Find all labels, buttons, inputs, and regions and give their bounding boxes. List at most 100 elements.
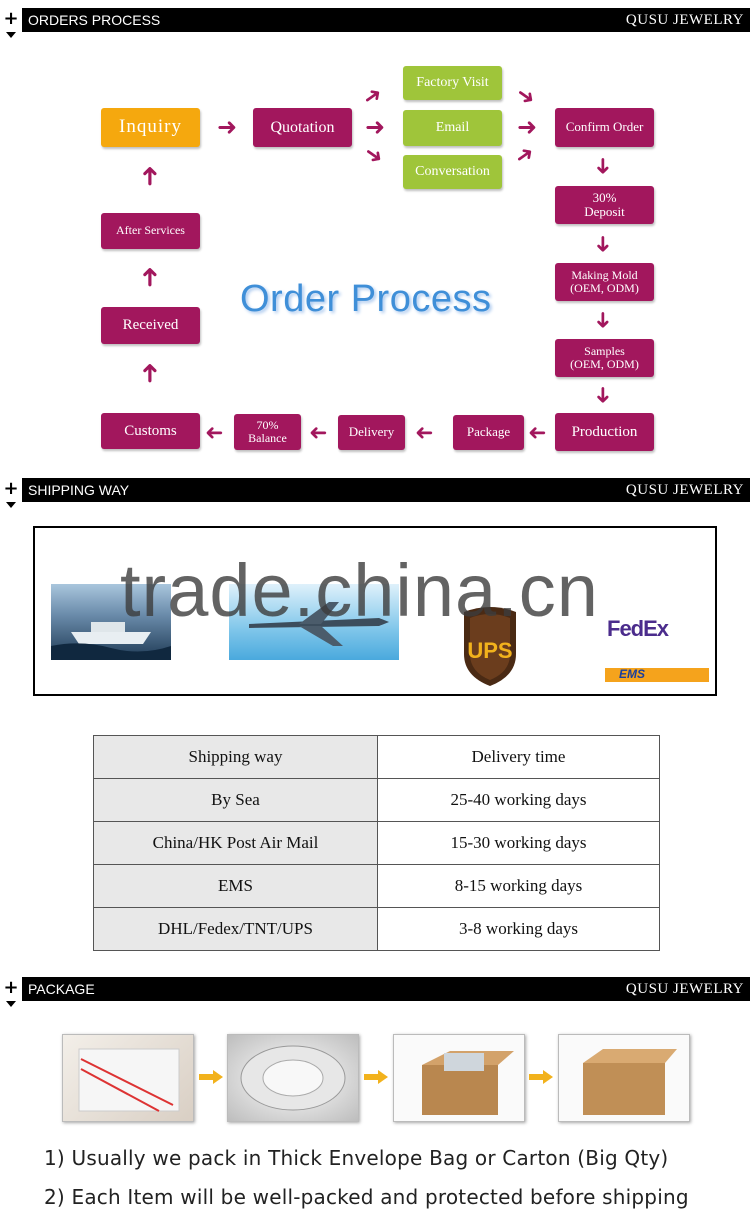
arrow-down-icon: ➜ xyxy=(590,156,616,176)
package-note: 2) Each Item will be well-packed and pro… xyxy=(44,1185,689,1209)
step-label: Samples (OEM, ODM) xyxy=(570,343,639,371)
table-row: EMS 8-15 working days xyxy=(93,864,660,908)
table-cell: 25-40 working days xyxy=(377,778,660,822)
step-delivery: Delivery xyxy=(338,415,405,450)
airplane-image xyxy=(229,584,399,660)
step-label: Production xyxy=(571,423,638,440)
arrow-right-icon xyxy=(364,1070,388,1084)
table-header-cell: Delivery time xyxy=(377,735,660,779)
step-label: 30% Deposit xyxy=(584,189,625,219)
step-customs: Customs xyxy=(101,413,200,449)
package-header: + PACKAGE QUSU JEWELRY xyxy=(0,977,750,1007)
section-title: SHIPPING WAY xyxy=(28,482,130,498)
diagram-title: Order Process xyxy=(240,278,492,320)
fedex-ems-logos: FedEx EMS xyxy=(605,588,715,684)
airplane-icon xyxy=(249,602,389,646)
ship-icon xyxy=(51,622,171,660)
step-confirm-order: Confirm Order xyxy=(555,108,654,147)
arrow-right-icon xyxy=(199,1070,223,1084)
table-cell: DHL/Fedex/TNT/UPS xyxy=(93,907,378,951)
fedex-logo: FedEx xyxy=(607,616,669,641)
step-conversation: Conversation xyxy=(403,155,502,189)
step-label: Confirm Order xyxy=(565,119,644,135)
step-label: Email xyxy=(435,120,470,136)
step-package: Package xyxy=(453,415,524,450)
step-inquiry: Inquiry xyxy=(101,108,200,147)
table-cell: By Sea xyxy=(93,778,378,822)
plus-icon: + xyxy=(0,8,22,32)
step-label: Inquiry xyxy=(119,116,182,138)
ems-logo: EMS xyxy=(619,667,646,681)
ship-image xyxy=(51,584,171,660)
table-cell: 3-8 working days xyxy=(377,907,660,951)
table-header-cell: Shipping way xyxy=(93,735,378,779)
plus-icon: + xyxy=(0,478,22,502)
arrow-down-right-icon: ➜ xyxy=(510,81,541,113)
section-title: ORDERS PROCESS xyxy=(28,12,161,28)
packing-box-image xyxy=(393,1034,525,1122)
step-label: Factory Visit xyxy=(416,75,489,91)
step-label: Delivery xyxy=(348,424,395,440)
table-cell: 15-30 working days xyxy=(377,821,660,865)
arrow-up-icon: ➜ xyxy=(134,266,165,288)
table-cell: China/HK Post Air Mail xyxy=(93,821,378,865)
arrow-left-icon: ➜ xyxy=(415,420,434,445)
arrow-left-icon: ➜ xyxy=(205,420,224,445)
bubble-wrap-icon xyxy=(240,1045,346,1111)
step-label: 70% Balance xyxy=(248,417,287,445)
step-factory-visit: Factory Visit xyxy=(403,66,502,100)
pointer-tip-icon xyxy=(6,32,16,38)
step-label: Making Mold (OEM, ODM) xyxy=(570,267,639,295)
arrow-up-icon: ➜ xyxy=(134,165,165,187)
arrow-left-icon: ➜ xyxy=(309,420,328,445)
arrow-down-icon: ➜ xyxy=(590,310,616,330)
arrow-left-icon: ➜ xyxy=(528,420,547,445)
step-quotation: Quotation xyxy=(253,108,352,147)
step-making-mold: Making Mold (OEM, ODM) xyxy=(555,263,654,301)
arrow-up-icon: ➜ xyxy=(134,362,165,384)
shipping-way-header: + SHIPPING WAY QUSU JEWELRY xyxy=(0,478,750,508)
bag-icon xyxy=(78,1048,180,1112)
box-icon xyxy=(422,1051,514,1115)
step-after-services: After Services xyxy=(101,213,200,249)
package-note: 1) Usually we pack in Thick Envelope Bag… xyxy=(44,1146,669,1170)
arrow-up-right-icon: ➜ xyxy=(510,140,540,172)
table-row: China/HK Post Air Mail 15-30 working day… xyxy=(93,821,660,865)
table-cell: EMS xyxy=(93,864,378,908)
step-label: Received xyxy=(122,317,179,334)
step-label: After Services xyxy=(116,223,185,238)
step-received: Received xyxy=(101,307,200,344)
step-label: Quotation xyxy=(270,118,335,136)
arrow-up-right-icon: ➜ xyxy=(358,81,388,113)
bubble-wrap-image xyxy=(227,1034,359,1122)
envelope-bags-image xyxy=(62,1034,194,1122)
ems-band xyxy=(605,668,709,682)
pointer-tip-icon xyxy=(6,502,16,508)
step-label: Customs xyxy=(124,422,177,439)
arrow-down-icon: ➜ xyxy=(590,234,616,254)
table-row: By Sea 25-40 working days xyxy=(93,778,660,822)
step-label: Conversation xyxy=(415,164,490,180)
sealed-box-image xyxy=(558,1034,690,1122)
table-cell: 8-15 working days xyxy=(377,864,660,908)
watermark-text: trade.china.cn xyxy=(120,549,599,632)
arrow-down-right-icon: ➜ xyxy=(358,140,389,172)
brand-name: QUSU JEWELRY xyxy=(625,482,744,498)
step-label: Package xyxy=(466,424,511,440)
section-title: PACKAGE xyxy=(28,981,95,997)
shipping-table: Shipping way Delivery time By Sea 25-40 … xyxy=(93,735,660,951)
plus-icon: + xyxy=(0,977,22,1001)
pointer-tip-icon xyxy=(6,1001,16,1007)
arrow-down-icon: ➜ xyxy=(590,385,616,405)
step-samples: Samples (OEM, ODM) xyxy=(555,339,654,377)
box-icon xyxy=(583,1049,677,1115)
table-row: DHL/Fedex/TNT/UPS 3-8 working days xyxy=(93,907,660,951)
orders-process-header: + ORDERS PROCESS QUSU JEWELRY xyxy=(0,8,750,38)
ups-shield-icon: UPS xyxy=(464,607,516,686)
step-email: Email xyxy=(403,110,502,146)
table-header-row: Shipping way Delivery time xyxy=(93,735,660,779)
arrow-right-icon: ➜ xyxy=(517,113,538,141)
step-balance: 70% Balance xyxy=(234,414,301,450)
brand-name: QUSU JEWELRY xyxy=(625,12,744,28)
ups-text: UPS xyxy=(467,638,512,663)
